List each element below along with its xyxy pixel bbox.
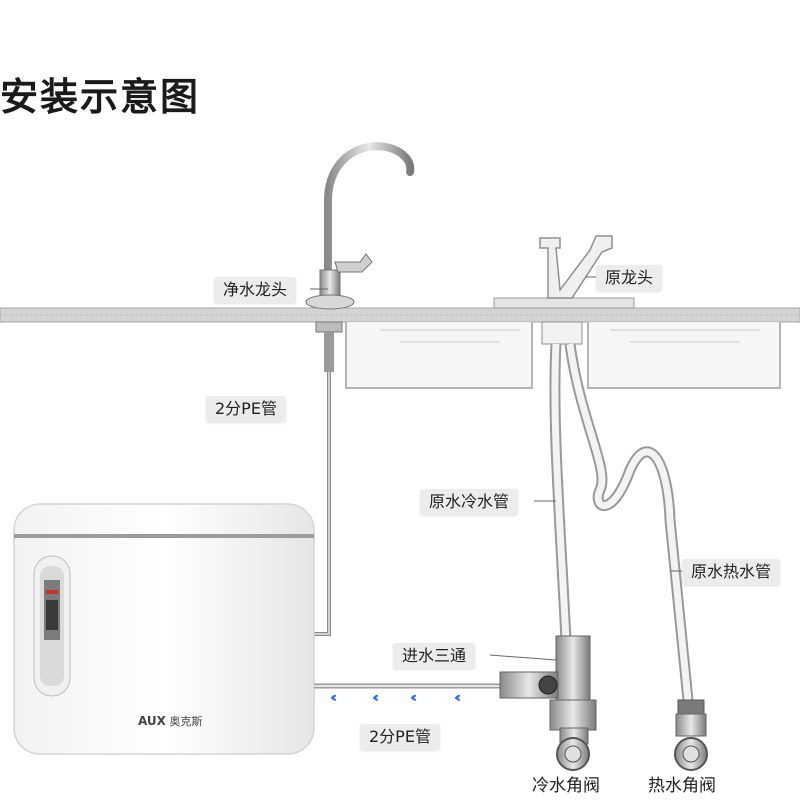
hot-angle-valve bbox=[674, 699, 708, 771]
diagram-title: 安装示意图 bbox=[0, 75, 201, 119]
flow-direction-arrows: ‹‹‹ ‹‹‹ ‹‹‹ ‹‹‹ bbox=[330, 690, 462, 706]
original-faucet bbox=[493, 235, 635, 345]
pe-tube-top bbox=[314, 372, 331, 636]
purified-faucet bbox=[305, 142, 415, 372]
label-hot-angle-valve: 热水角阀 bbox=[648, 776, 716, 796]
brand-logo: AUX 奥克斯 bbox=[138, 714, 203, 728]
label-cold-angle-valve: 冷水角阀 bbox=[532, 776, 600, 796]
label-original-faucet: 原龙头 bbox=[596, 265, 663, 291]
inlet-tee bbox=[499, 635, 597, 731]
label-pe-tube-bottom: 2分PE管 bbox=[360, 724, 440, 750]
label-cold-raw-pipe: 原水冷水管 bbox=[420, 489, 519, 515]
label-purified-faucet: 净水龙头 bbox=[214, 277, 297, 303]
purifier-unit bbox=[13, 503, 315, 755]
sink-basin-right bbox=[587, 322, 781, 389]
label-pe-tube-top: 2分PE管 bbox=[206, 396, 286, 422]
cold-angle-valve bbox=[556, 727, 590, 771]
label-inlet-tee: 进水三通 bbox=[393, 643, 476, 669]
label-hot-raw-pipe: 原水热水管 bbox=[682, 559, 781, 585]
sink-basin-left bbox=[345, 322, 533, 389]
